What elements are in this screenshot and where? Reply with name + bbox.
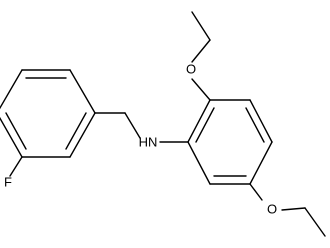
bond: [0, 69, 23, 110]
fluorobenzyl-ring: [0, 69, 96, 158]
double-bond-inner: [65, 112, 87, 150]
bond-o-ch2-bottom: [281, 207, 306, 211]
bond: [187, 141, 211, 185]
bond: [187, 99, 211, 143]
bond-ch2-n: [124, 112, 141, 139]
atom-oxygen-bottom: O: [267, 201, 277, 216]
diethoxyphenyl-ring: [187, 99, 273, 185]
atom-oxygen-top: O: [186, 61, 196, 76]
atom-amine-nh: HN: [139, 134, 158, 149]
bond-c-f: [9, 156, 23, 177]
bond: [69, 112, 96, 158]
double-bond-inner: [245, 107, 265, 143]
bond: [249, 99, 273, 143]
atom-fluorine: F: [4, 174, 12, 189]
bond-ch2-ch3-bottom: [304, 207, 326, 237]
bond-ch2-ch3-top: [191, 11, 211, 41]
bond-c-o-bottom: [249, 183, 263, 201]
double-bond-inner: [5, 112, 27, 150]
bond: [249, 141, 273, 185]
bond: [0, 116, 23, 158]
bond-c-o-top: [191, 78, 211, 101]
double-bond-inner: [195, 107, 215, 143]
bond-o-ch2-top: [191, 39, 211, 63]
bond: [69, 69, 96, 114]
